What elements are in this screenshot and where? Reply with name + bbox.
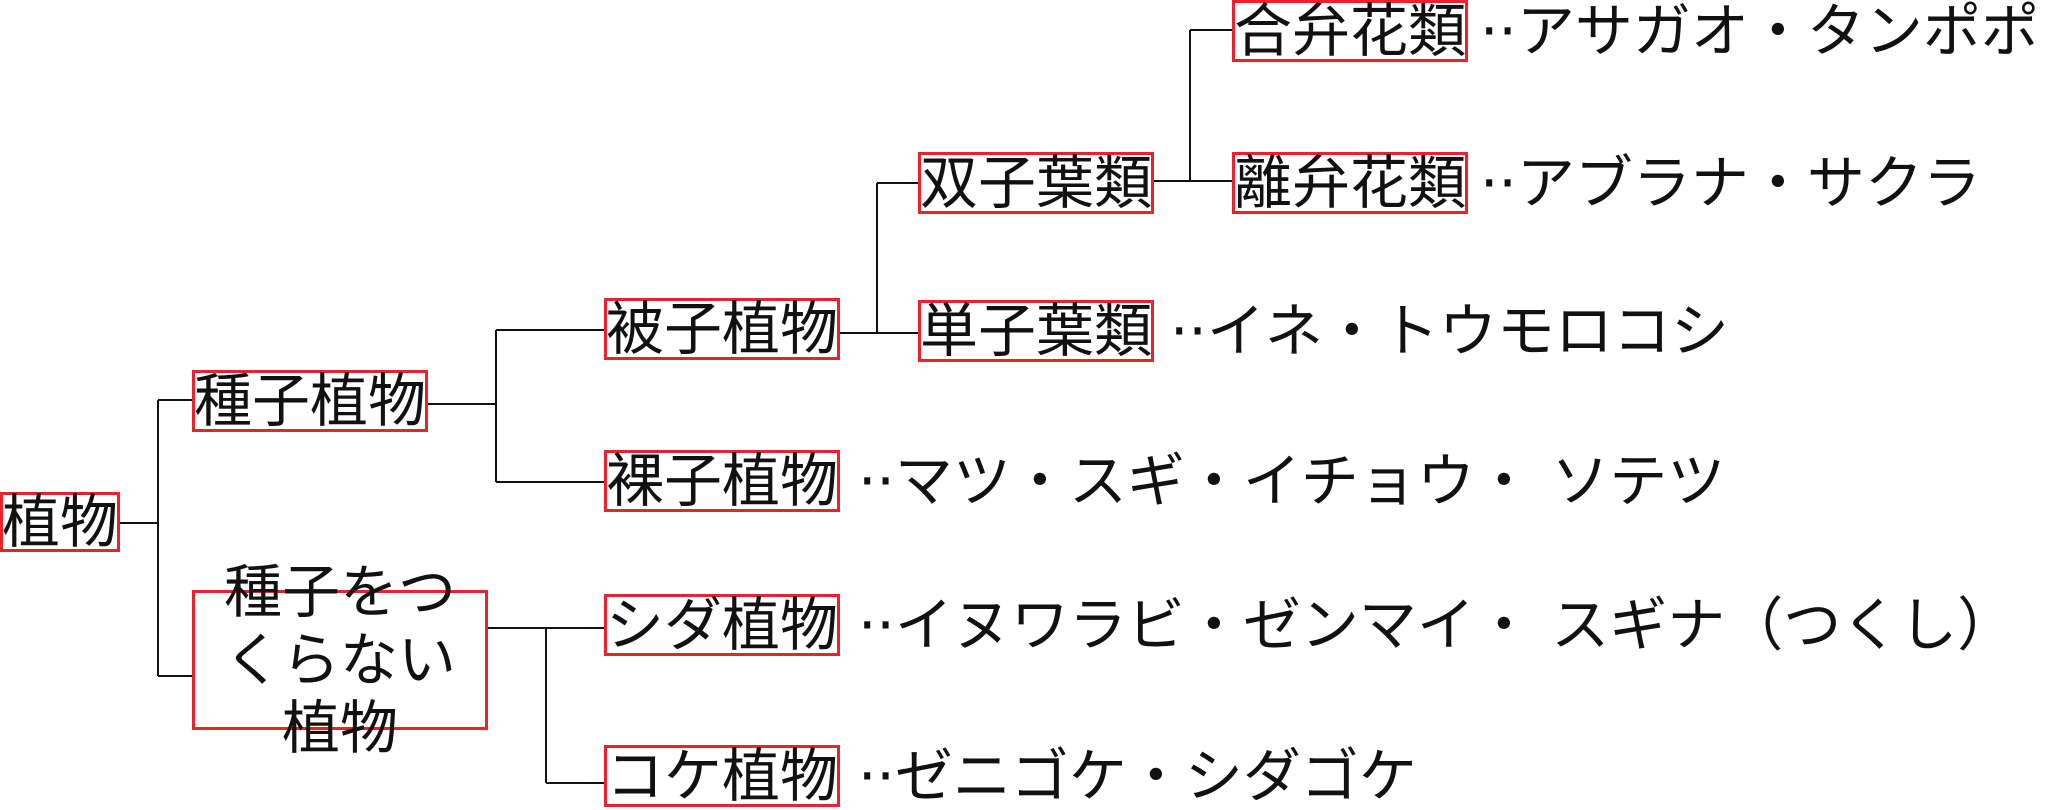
node-monocots: 単子葉類 <box>918 297 1154 365</box>
node-seed-plants: 種子植物 <box>192 367 428 435</box>
examples-ferns: ··イヌワラビ・ゼンマイ・ スギナ（つくし） <box>858 591 2016 659</box>
node-non-seed-plants: 種子をつくらない植物 <box>192 558 488 762</box>
node-choripetalous: 離弁花類 <box>1232 149 1468 217</box>
examples-sympetalous: ··アサガオ・タンポポ <box>1480 0 2039 65</box>
node-mosses: コケ植物 <box>604 742 840 810</box>
examples-mosses: ··ゼニゴケ・シダゴケ <box>858 742 1417 810</box>
examples-gymnosperms: ··マツ・スギ・イチョウ・ ソテツ <box>858 447 1726 515</box>
examples-monocots: ··イネ・トウモロコシ <box>1170 297 1729 365</box>
node-plants: 植物 <box>0 488 120 556</box>
examples-choripetalous: ··アブラナ・サクラ <box>1480 149 1981 217</box>
node-ferns: シダ植物 <box>604 591 840 659</box>
node-dicots: 双子葉類 <box>918 149 1154 217</box>
node-angiosperms: 被子植物 <box>604 295 840 363</box>
node-gymnosperms: 裸子植物 <box>604 447 840 515</box>
node-sympetalous: 合弁花類 <box>1232 0 1468 65</box>
